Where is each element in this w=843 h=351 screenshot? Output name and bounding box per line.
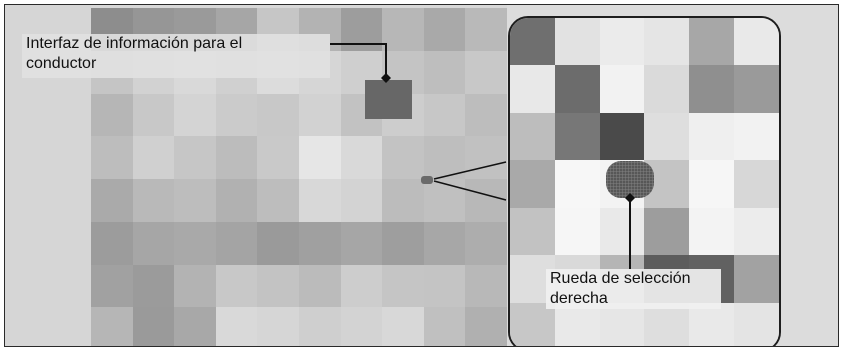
right-wheel-label: Rueda de selección derecha — [546, 269, 721, 309]
driver-info-leader — [330, 43, 387, 80]
driver-info-label: Interfaz de información para el conducto… — [22, 34, 330, 78]
right-wheel-label-line2: derecha — [550, 290, 608, 307]
driver-info-label-line2: conductor — [26, 55, 97, 72]
right-selector-wheel-small — [421, 176, 433, 184]
zoomed-wheel-pixelated-image — [510, 18, 779, 346]
right-selector-wheel-enlarged — [606, 161, 654, 198]
right-wheel-label-line1: Rueda de selección — [550, 270, 691, 287]
wheel-marker — [625, 193, 635, 203]
zoom-line-top — [433, 161, 507, 180]
driver-information-display — [365, 80, 412, 119]
driver-info-marker — [381, 73, 391, 83]
dashboard-pixelated-image — [91, 8, 507, 346]
zoom-line-bottom — [433, 180, 507, 201]
driver-info-label-line1: Interfaz de información para el — [26, 35, 243, 52]
